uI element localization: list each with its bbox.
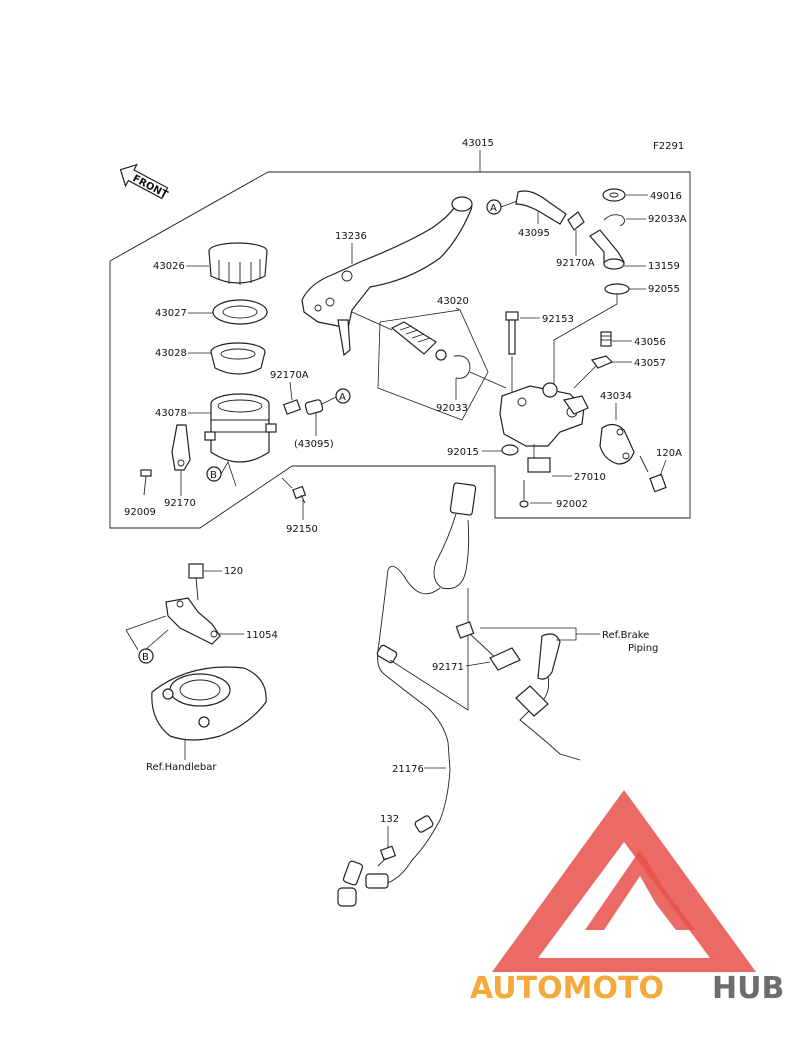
svg-text:A: A [339,392,346,403]
svg-text:B: B [142,652,149,663]
bolt-92153 [505,311,519,355]
plug-49016 [602,188,626,202]
watermark-text-automoto: AUTOMOTO [470,971,664,1006]
part-43027-label: 43027 [155,308,187,319]
part-43078-label: 43078 [155,408,187,419]
master-cylinder-body [499,382,589,447]
screw-132 [377,845,397,867]
bolt-120 [188,563,204,601]
nut-92015 [501,444,519,456]
screw-92002 [519,480,529,508]
hose-stub [304,399,324,415]
brake-piping-ref-line1: Ref.Brake [602,630,649,641]
reservoir-hose-43095 [515,190,567,225]
part-27010-label: 27010 [574,472,606,483]
part-43095-paren-label: (43095) [294,439,334,450]
hose-clamp-92170A-right [567,211,585,231]
bleeder-43056 [600,331,612,347]
part-43015-label: 43015 [462,138,494,149]
svg-text:A: A [490,203,497,214]
part-120A-label: 120A [656,448,682,459]
part-43020-label: 43020 [437,296,469,307]
part-92170A-left-label: 92170A [270,370,309,381]
reservoir-bracket [171,424,191,471]
part-21176-label: 21176 [392,764,424,775]
callout-a-left [335,388,351,404]
part-92015-label: 92015 [447,447,479,458]
bolt-92150 [292,485,307,504]
diaphragm-plate [212,299,268,325]
o-ring-92055 [604,283,630,295]
part-92033-label: 92033 [436,403,468,414]
part-92009-label: 92009 [124,507,156,518]
bolt-120A [639,455,667,493]
svg-text:B: B [210,470,217,481]
piston-kit-outline [377,309,489,421]
switch-27010 [527,457,551,473]
brake-hose-banjo [455,621,581,761]
fitting-13159 [589,229,625,270]
part-13159-label: 13159 [648,261,680,272]
part-11054-label: 11054 [246,630,278,641]
part-43026-label: 43026 [153,261,185,272]
wiring-harness [376,482,477,885]
diaphragm [210,342,266,375]
bracket-11054 [165,597,221,645]
part-92055-label: 92055 [648,284,680,295]
cap-43057 [590,355,614,369]
part-43057-label: 43057 [634,358,666,369]
front-arrow-icon: FRONT [119,163,170,201]
reservoir-cap [208,242,268,285]
brake-piping-ref-line2: Piping [628,643,658,654]
part-92033A-label: 92033A [648,214,687,225]
part-120-label: 120 [224,566,243,577]
watermark-logo: AUTOMOTO HUB [470,790,784,1006]
snap-ring-92033 [453,355,471,379]
handlebar-ref-label: Ref.Handlebar [146,762,217,773]
piston-assembly [390,321,447,361]
part-43028-label: 43028 [155,348,187,359]
bolt-92009 [140,469,152,496]
circlip-92033A [603,214,625,227]
front-label: FRONT [131,173,170,201]
part-92002-label: 92002 [556,499,588,510]
clamp-43034 [599,423,635,465]
part-92153-label: 92153 [542,314,574,325]
reservoir-tank [204,393,277,463]
part-49016-label: 49016 [650,191,682,202]
brake-lever [301,196,473,357]
part-92170A-right-label: 92170A [556,258,595,269]
part-43056-label: 43056 [634,337,666,348]
assembly-frame [109,171,691,529]
figure-code: F2291 [653,141,684,152]
part-13236-label: 13236 [335,231,367,242]
watermark-text-hub: HUB [712,971,784,1006]
part-92170-label: 92170 [164,498,196,509]
part-92150-label: 92150 [286,524,318,535]
part-132-label: 132 [380,814,399,825]
hose-clamp-92170A-left [282,399,302,415]
part-43095-label: 43095 [518,228,550,239]
part-43034-label: 43034 [600,391,632,402]
stop-switch-132-body [337,860,389,907]
part-92171-label: 92171 [432,662,464,673]
handlebar-switch-housing [151,666,267,741]
